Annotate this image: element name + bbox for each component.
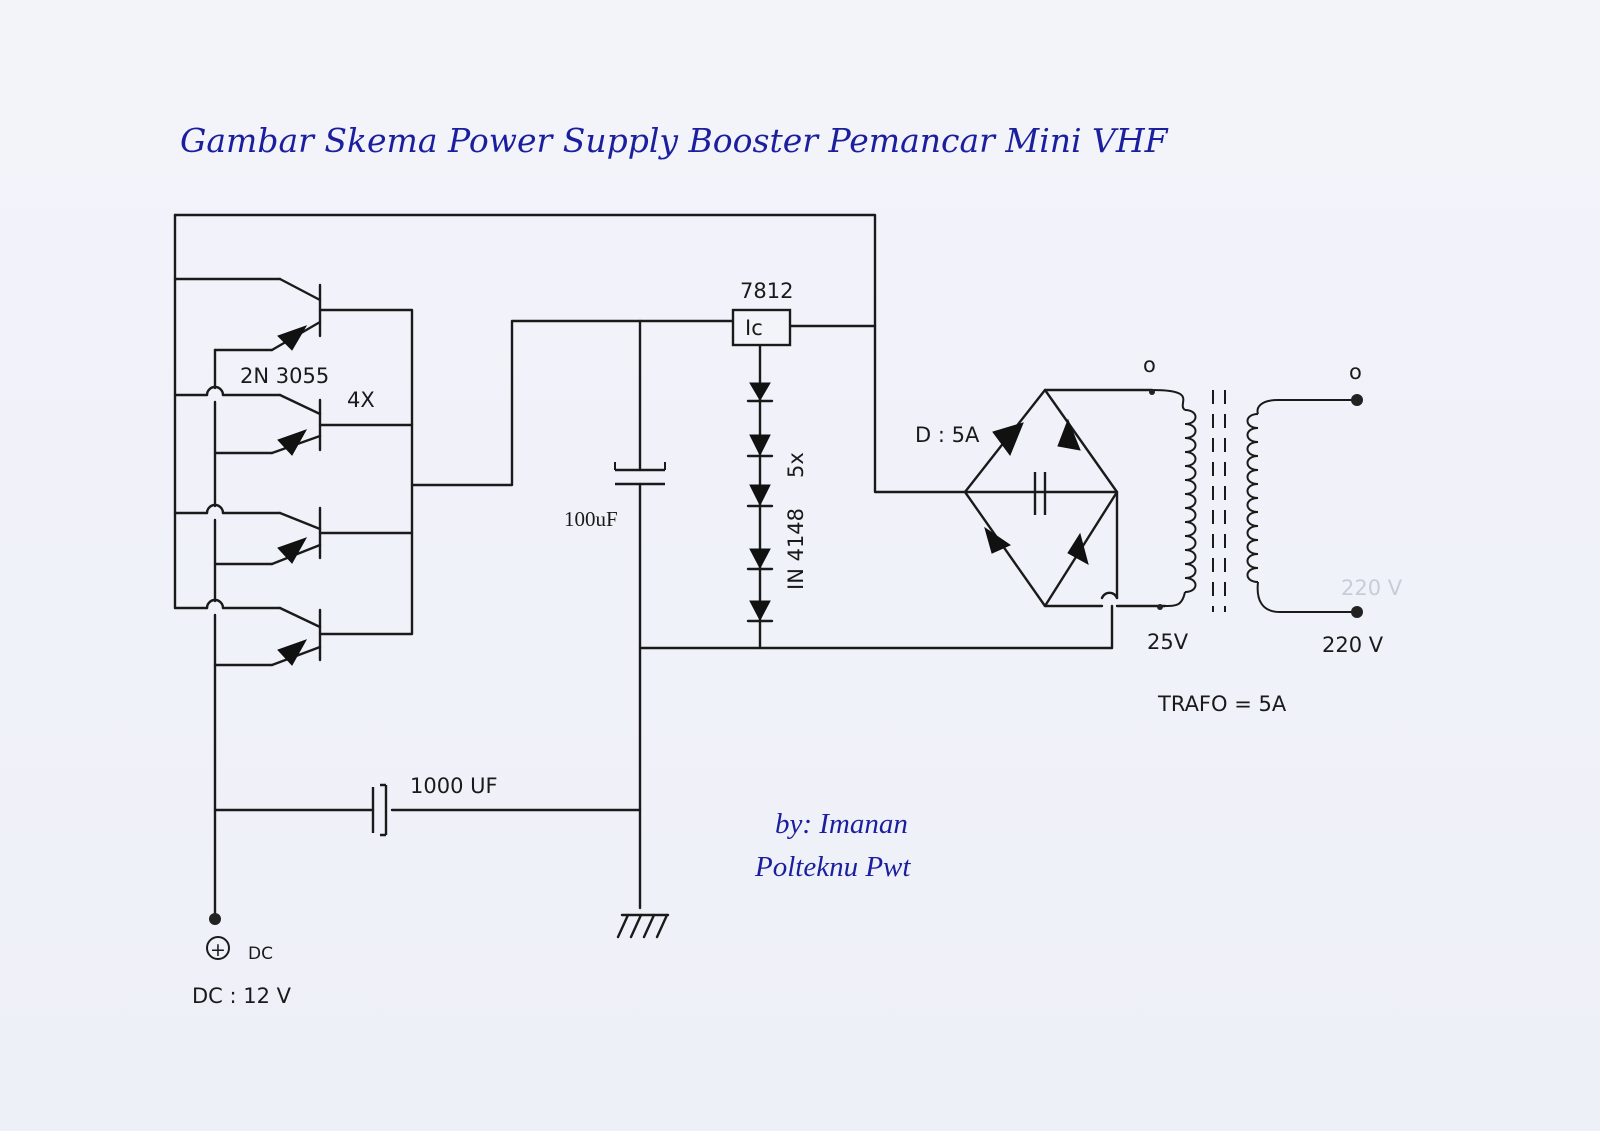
terminal-secondary-bottom xyxy=(1157,604,1163,610)
transistor-q3 xyxy=(270,506,322,566)
regulator-part-label: 7812 xyxy=(740,279,793,303)
terminal-primary-bottom xyxy=(1351,606,1363,618)
transistor-count-label: 4X xyxy=(347,388,375,412)
transformer xyxy=(1151,389,1352,613)
transistor-type-label: 2N 3055 xyxy=(240,364,329,388)
primary-voltage-label: 220 V xyxy=(1322,633,1384,657)
diagram-title: Gambar Skema Power Supply Booster Pemanc… xyxy=(180,121,1169,160)
diode-part-label: IN 4148 xyxy=(784,508,808,590)
diode-count-label: 5x xyxy=(784,452,808,478)
bridge-rectifier xyxy=(963,388,1119,608)
plus-symbol: + xyxy=(210,939,226,961)
transistor-q4 xyxy=(270,606,322,667)
transistor-q1 xyxy=(270,277,322,352)
capacitor-100uf xyxy=(614,462,666,486)
regulator-body-label: Ic xyxy=(745,316,763,340)
cap-small-label: 100uF xyxy=(564,507,618,531)
dc-rating-label: DC : 12 V xyxy=(192,984,292,1008)
credit-institution: Polteknu Pwt xyxy=(754,851,911,883)
regulator-7812 xyxy=(731,308,792,347)
trafo-rating-label: TRAFO = 5A xyxy=(1157,692,1287,716)
ground-symbol xyxy=(616,913,670,939)
credit-author: by: Imanan xyxy=(775,808,908,840)
terminal-primary-top xyxy=(1351,394,1363,406)
terminal-top-left-label: o xyxy=(1143,353,1156,377)
bridge-rating-label: D : 5A xyxy=(915,423,980,447)
dc-plus-terminal xyxy=(209,913,221,925)
diode-string xyxy=(746,382,774,623)
primary-voltage-faint-label: 220 V xyxy=(1341,576,1403,600)
plus-circle xyxy=(206,936,230,960)
cap-big-label: 1000 UF xyxy=(410,774,498,798)
dc-terminal-label: DC xyxy=(248,944,273,964)
secondary-voltage-label: 25V xyxy=(1147,630,1189,654)
terminal-secondary-top xyxy=(1149,389,1155,395)
transistor-q2 xyxy=(270,393,322,456)
capacitor-1000uf xyxy=(371,783,388,837)
wires xyxy=(173,213,1167,917)
terminal-top-right-label: o xyxy=(1349,360,1362,384)
